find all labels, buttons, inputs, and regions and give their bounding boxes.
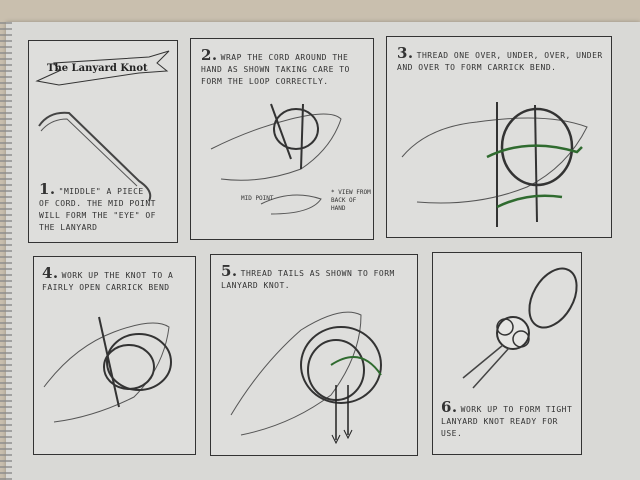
panel-step-5: 5.Thread tails as shown to form lanyard …	[210, 254, 418, 456]
lanyard-knot-tails-drawing	[230, 311, 382, 445]
panel-step-3: 3.Thread one over, under, over, under an…	[386, 36, 612, 238]
finished-knot-drawing	[462, 267, 578, 389]
open-carrick-bend-drawing	[43, 316, 172, 423]
view-note: * View from back of hand	[331, 189, 371, 212]
panel-step-2: 2.Wrap the cord around the hand as shown…	[190, 38, 374, 240]
panel-step-1: The Lanyard Knot 1."Middle" a piece of c…	[28, 40, 178, 243]
carrick-bend-drawing	[401, 102, 588, 227]
step-text: Wrap the cord around the hand as shown t…	[201, 53, 350, 86]
step-text: "Middle" a piece of cord. The mid point …	[39, 187, 156, 232]
step-text: Thread one over, under, over, under and …	[397, 51, 603, 72]
step-number: 3.	[397, 44, 414, 62]
step-number: 5.	[221, 262, 238, 280]
title-banner-text: The Lanyard Knot	[47, 63, 148, 74]
step-6-caption: 6.Work up to form tight lanyard knot rea…	[441, 398, 581, 440]
step-2-caption: 2.Wrap the cord around the hand as shown…	[201, 46, 369, 88]
step-text: Thread tails as shown to form lanyard kn…	[221, 269, 395, 290]
panel-step-4: 4.Work up the knot to a fairly open carr…	[33, 256, 196, 455]
step-text: Work up the knot to a fairly open carric…	[42, 271, 174, 292]
step-4-caption: 4.Work up the knot to a fairly open carr…	[42, 264, 194, 294]
step-1-caption: 1."Middle" a piece of cord. The mid poin…	[39, 180, 159, 234]
step-number: 4.	[42, 264, 59, 282]
step-number: 1.	[39, 180, 56, 198]
panel-step-6: 6.Work up to form tight lanyard knot rea…	[432, 252, 582, 455]
step-number: 6.	[441, 398, 458, 416]
step-text: Work up to form tight lanyard knot ready…	[441, 405, 573, 438]
title-banner-and-cord-drawing	[35, 50, 170, 202]
step-number: 2.	[201, 46, 218, 64]
hand-wrap-drawing	[210, 103, 342, 215]
mid-point-label: Mid point	[241, 195, 274, 202]
spiral-binding	[0, 22, 12, 480]
step-5-caption: 5.Thread tails as shown to form lanyard …	[221, 262, 411, 292]
step-3-caption: 3.Thread one over, under, over, under an…	[397, 44, 607, 74]
